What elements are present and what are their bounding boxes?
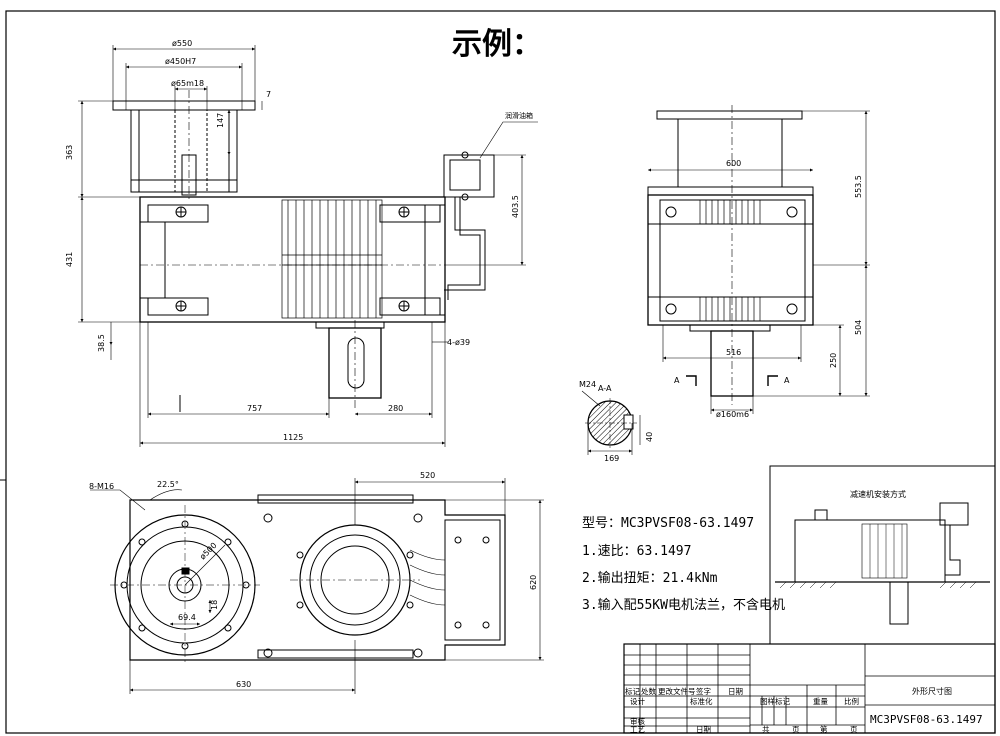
svg-text:553.5: 553.5 [854,175,863,198]
svg-text:A: A [674,376,680,385]
svg-text:4-ø39: 4-ø39 [447,338,470,347]
spec-torque: 2.输出扭矩：21.4kNm [582,570,718,586]
svg-text:757: 757 [247,404,262,413]
spec-model: 型号：MC3PVSF08-63.1497 [582,516,754,531]
svg-text:日期: 日期 [728,687,743,696]
svg-text:页: 页 [792,725,800,734]
svg-text:ø450H7: ø450H7 [165,57,196,66]
svg-text:M24: M24 [579,380,596,389]
svg-text:431: 431 [65,252,74,267]
front-view-labels: ø550 ø450H7 ø65m18 7 147 363 431 403.5 3… [65,39,533,442]
svg-text:8-M16: 8-M16 [89,482,114,491]
svg-text:签字: 签字 [696,686,711,696]
svg-text:审核: 审核 [630,716,645,726]
svg-text:ø160m6: ø160m6 [716,410,749,419]
svg-text:标准化: 标准化 [690,696,713,706]
svg-text:A-A: A-A [598,384,612,393]
svg-text:516: 516 [726,348,741,357]
front-view [112,90,495,412]
mounting-title: 减速机安装方式 [850,489,906,499]
spec-ratio: 1.速比：63.1497 [582,544,691,559]
svg-text:1125: 1125 [283,433,303,442]
svg-text:363: 363 [65,145,74,160]
section-aa [581,390,641,455]
svg-text:7: 7 [266,90,271,99]
svg-text:504: 504 [854,320,863,335]
svg-text:更改文件号: 更改文件号 [658,686,696,696]
svg-text:280: 280 [388,404,403,413]
svg-text:第: 第 [820,724,828,734]
svg-text:页: 页 [850,725,858,734]
sheet-border [5,10,996,734]
spec-notes: 型号：MC3PVSF08-63.1497 1.速比：63.1497 2.输出扭矩… [582,516,785,613]
svg-text:润滑油箱: 润滑油箱 [505,111,533,120]
side-view-labels: 600 553.5 504 516 250 ø160m6 A A [674,159,863,419]
svg-text:A: A [784,376,790,385]
svg-text:重量: 重量 [813,697,828,706]
section-aa-labels: A-A M24 169 40 [579,380,654,463]
title-block-labels: 标记 处数 更改文件号 签字 日期 设计 标准化 图样标记 重量 比例 审核 工… [625,686,983,734]
svg-text:比例: 比例 [844,696,859,706]
svg-text:38.5: 38.5 [97,334,106,352]
svg-text:日期: 日期 [696,725,711,734]
svg-text:设计: 设计 [630,696,645,706]
svg-text:22.5°: 22.5° [157,480,179,489]
svg-text:ø65m18: ø65m18 [171,79,204,88]
svg-text:69.4: 69.4 [178,613,196,622]
svg-text:共: 共 [762,725,770,734]
top-view [110,494,506,665]
svg-text:标记: 标记 [625,686,640,696]
svg-text:18: 18 [210,600,219,610]
svg-text:403.5: 403.5 [511,195,520,218]
svg-text:620: 620 [529,575,538,590]
front-view-dimensions [78,45,538,447]
svg-text:40: 40 [645,432,654,442]
svg-text:250: 250 [829,353,838,368]
drawing-name: 外形尺寸图 [912,686,952,696]
svg-text:169: 169 [604,454,619,463]
spec-input: 3.输入配55KW电机法兰，不含电机 [582,597,785,613]
svg-text:520: 520 [420,471,435,480]
top-view-dimensions [90,478,544,694]
title-block [623,643,996,734]
svg-text:600: 600 [726,159,741,168]
svg-text:147: 147 [216,113,225,128]
svg-text:工艺: 工艺 [630,725,645,734]
svg-text:ø550: ø550 [172,39,192,48]
side-view-dimensions [648,110,870,414]
page-title: 示例： [452,27,542,62]
svg-text:处数: 处数 [641,686,656,696]
svg-text:630: 630 [236,680,251,689]
svg-text:图样标记: 图样标记 [760,696,790,706]
side-view [647,105,814,405]
drawing-number: MC3PVSF08-63.1497 [870,713,983,726]
